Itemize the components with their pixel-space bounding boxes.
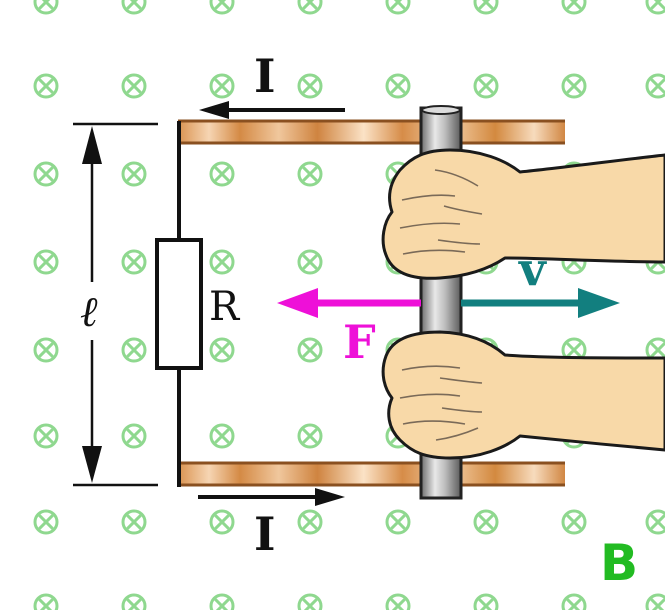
field-into-page-icon	[33, 593, 59, 610]
field-into-page-icon	[33, 337, 59, 363]
field-into-page-icon	[121, 73, 147, 99]
field-into-page-icon	[121, 249, 147, 275]
field-into-page-icon	[297, 337, 323, 363]
current-label-top: I	[254, 49, 276, 103]
resistor	[155, 238, 203, 370]
force-arrow	[277, 288, 421, 318]
field-into-page-icon	[121, 161, 147, 187]
current-arrow-bottom	[198, 488, 345, 506]
field-into-page-icon	[209, 593, 235, 610]
field-into-page-icon	[33, 249, 59, 275]
field-into-page-icon	[385, 73, 411, 99]
field-into-page-icon	[473, 73, 499, 99]
field-into-page-icon	[121, 337, 147, 363]
upper-hand	[381, 148, 665, 280]
field-into-page-icon	[297, 161, 323, 187]
field-into-page-icon	[645, 509, 665, 535]
field-into-page-icon	[645, 73, 665, 99]
field-into-page-icon	[645, 593, 665, 610]
field-into-page-icon	[33, 73, 59, 99]
field-into-page-icon	[385, 0, 411, 15]
length-dimension	[73, 122, 158, 487]
current-label-bottom: I	[254, 507, 276, 561]
velocity-arrow	[461, 288, 620, 318]
field-into-page-icon	[385, 509, 411, 535]
field-into-page-icon	[121, 593, 147, 610]
field-into-page-icon	[121, 423, 147, 449]
field-into-page-icon	[561, 73, 587, 99]
current-arrow-top	[199, 101, 345, 119]
field-into-page-icon	[209, 423, 235, 449]
field-into-page-icon	[297, 73, 323, 99]
lower-hand	[381, 330, 665, 460]
field-into-page-icon	[209, 0, 235, 15]
field-into-page-icon	[297, 423, 323, 449]
field-into-page-icon	[33, 161, 59, 187]
field-into-page-icon	[209, 161, 235, 187]
field-into-page-icon	[561, 509, 587, 535]
field-into-page-icon	[209, 509, 235, 535]
field-label: B	[600, 534, 638, 592]
field-into-page-icon	[33, 423, 59, 449]
force-label: F	[343, 315, 376, 369]
bottom-rail	[178, 461, 565, 487]
field-into-page-icon	[645, 0, 665, 15]
field-into-page-icon	[297, 0, 323, 15]
field-into-page-icon	[297, 509, 323, 535]
field-into-page-icon	[297, 249, 323, 275]
field-into-page-icon	[121, 509, 147, 535]
field-into-page-icon	[473, 593, 499, 610]
field-into-page-icon	[121, 0, 147, 15]
top-rail	[178, 119, 565, 145]
field-into-page-icon	[385, 593, 411, 610]
resistor-label: R	[209, 284, 241, 330]
length-label: ℓ	[80, 287, 98, 336]
field-into-page-icon	[561, 0, 587, 15]
field-into-page-icon	[561, 593, 587, 610]
field-into-page-icon	[297, 593, 323, 610]
field-into-page-icon	[209, 73, 235, 99]
field-into-page-icon	[209, 249, 235, 275]
field-into-page-icon	[33, 0, 59, 15]
field-into-page-icon	[33, 509, 59, 535]
field-into-page-icon	[473, 0, 499, 15]
field-into-page-icon	[473, 509, 499, 535]
field-into-page-icon	[209, 337, 235, 363]
